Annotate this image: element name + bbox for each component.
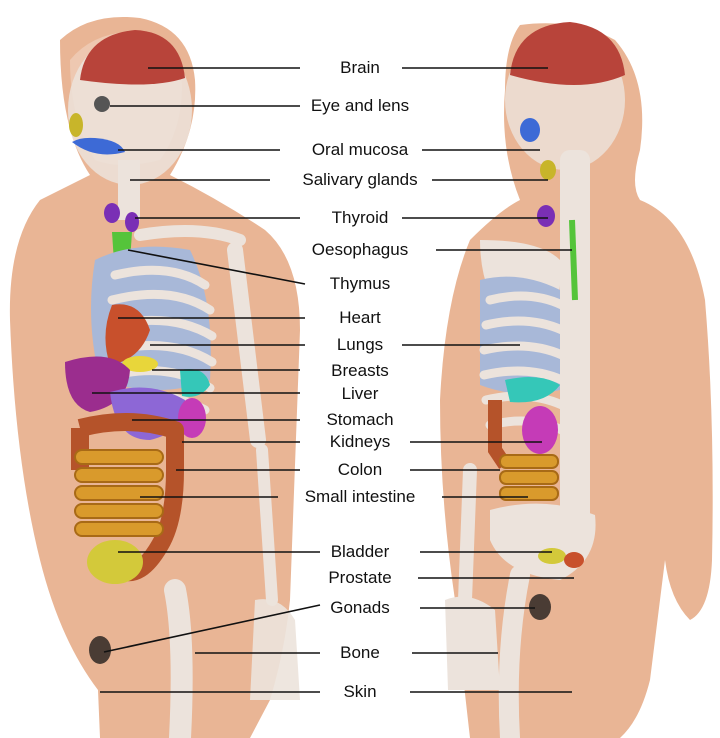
- label-oral-mucosa: Oral mucosa: [260, 140, 460, 160]
- back-oral: [520, 118, 540, 142]
- back-kidney: [522, 406, 558, 454]
- label-eye-and-lens: Eye and lens: [260, 96, 460, 116]
- back-gonad: [529, 594, 551, 620]
- label-salivary-glands: Salivary glands: [260, 170, 460, 190]
- front-bladder: [87, 540, 143, 584]
- front-thyroid: [104, 203, 120, 223]
- label-thyroid: Thyroid: [260, 208, 460, 228]
- label-bladder: Bladder: [260, 542, 460, 562]
- front-gonad: [89, 636, 111, 664]
- label-lungs: Lungs: [260, 335, 460, 355]
- front-femur: [175, 590, 182, 738]
- label-oesophagus: Oesophagus: [260, 240, 460, 260]
- back-spine: [560, 150, 590, 530]
- back-bladder: [538, 548, 566, 564]
- label-small-intestine: Small intestine: [260, 487, 460, 507]
- front-neck: [118, 160, 140, 220]
- label-breasts: Breasts: [260, 361, 460, 381]
- label-thymus: Thymus: [260, 274, 460, 294]
- label-stomach: Stomach: [260, 410, 460, 430]
- label-bone: Bone: [260, 643, 460, 663]
- label-colon: Colon: [260, 460, 460, 480]
- back-prostate: [564, 552, 584, 568]
- label-prostate: Prostate: [260, 568, 460, 588]
- front-thyroid-2: [125, 212, 139, 232]
- back-small-intestine: [500, 455, 558, 500]
- front-eye: [94, 96, 110, 112]
- back-figure: [440, 22, 713, 738]
- back-oesophagus: [572, 220, 575, 300]
- label-liver: Liver: [260, 384, 460, 404]
- label-heart: Heart: [260, 308, 460, 328]
- label-kidneys: Kidneys: [260, 432, 460, 452]
- front-figure: [10, 17, 300, 738]
- front-small-intestine: [75, 450, 163, 536]
- label-gonads: Gonads: [260, 598, 460, 618]
- back-femur: [509, 575, 520, 738]
- back-salivary: [540, 160, 556, 180]
- back-thyroid: [537, 205, 555, 227]
- label-brain: Brain: [260, 58, 460, 78]
- front-salivary: [69, 113, 83, 137]
- label-skin: Skin: [260, 682, 460, 702]
- back-forearm: [465, 470, 470, 600]
